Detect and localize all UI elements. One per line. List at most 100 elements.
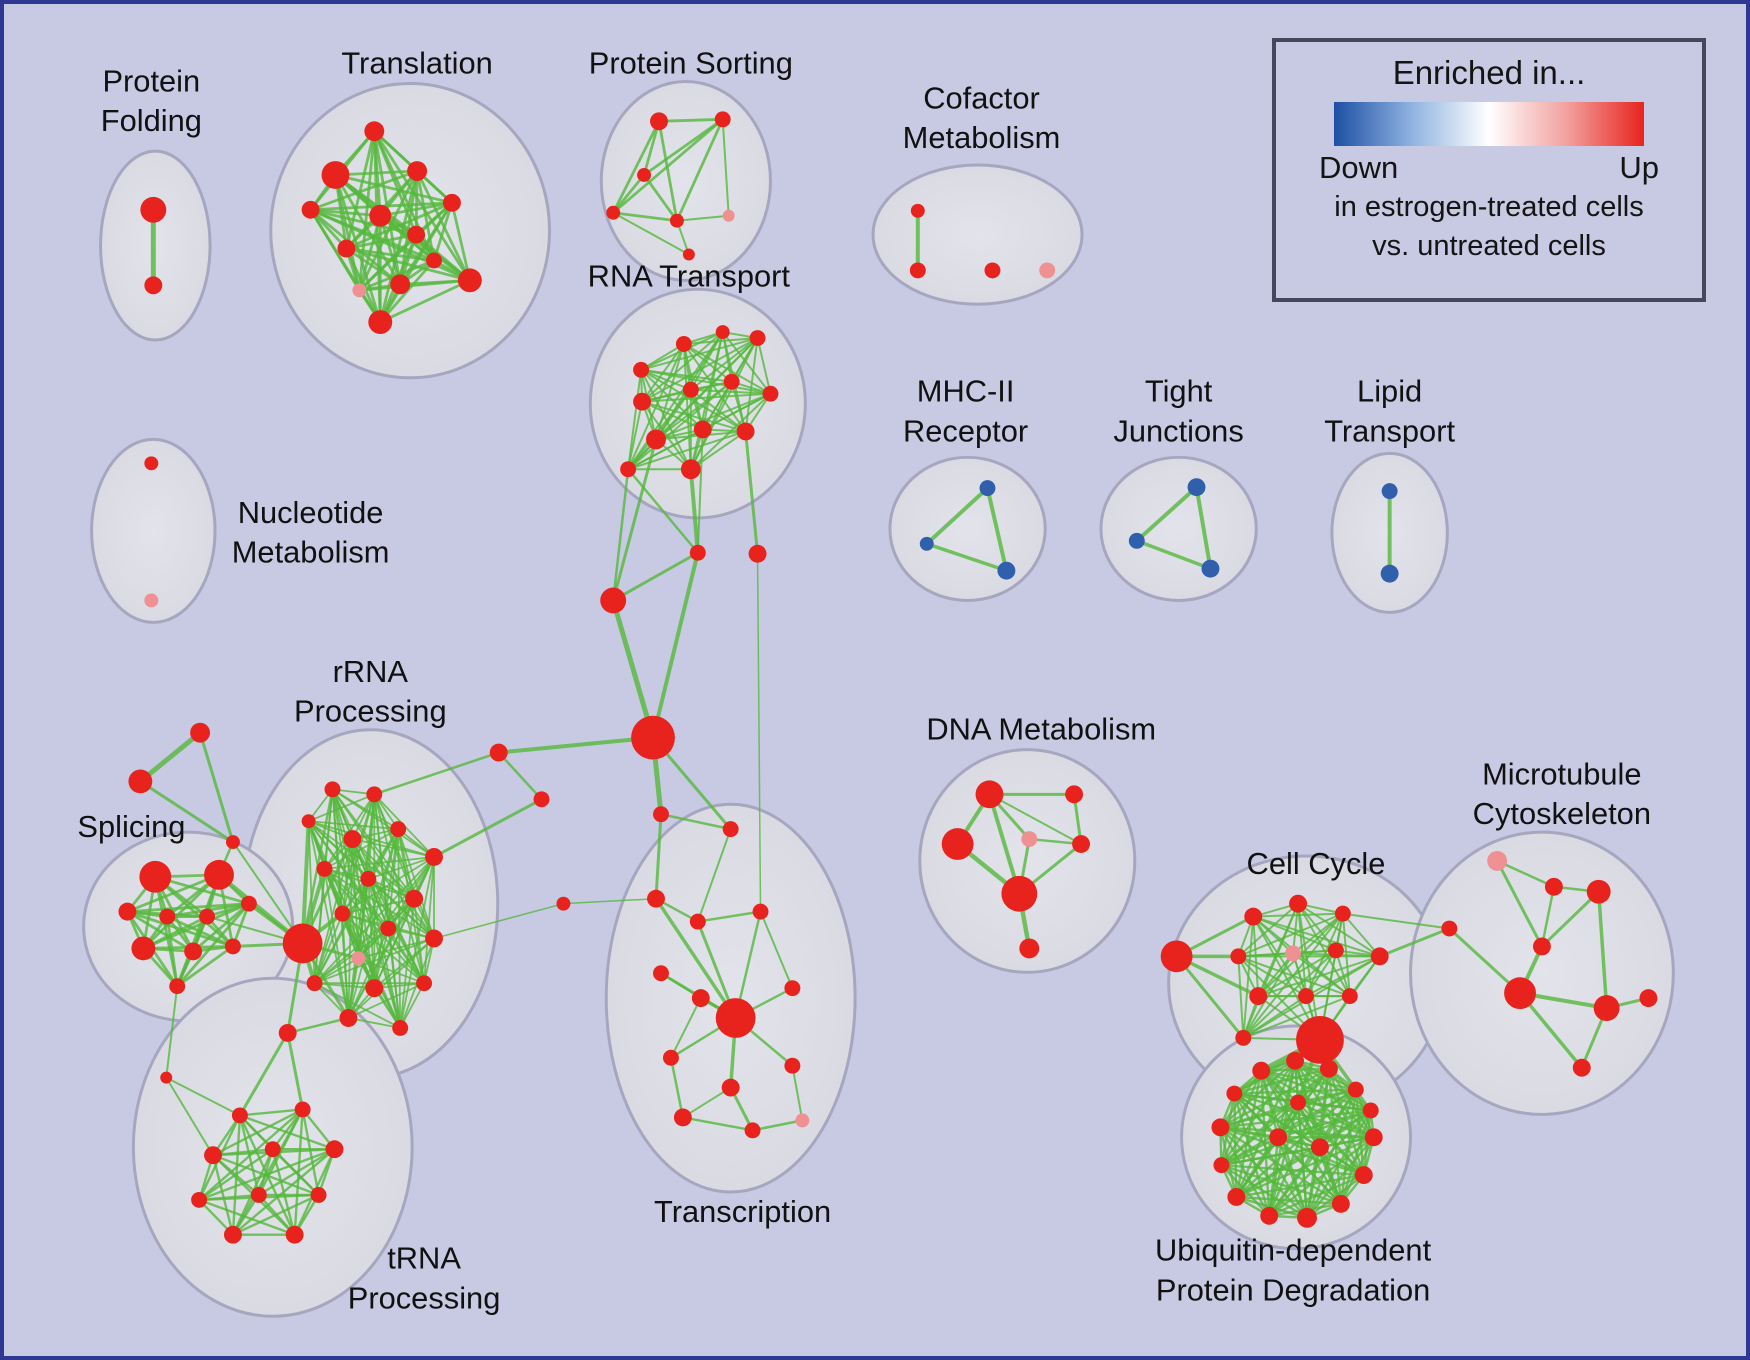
- edge-cc7-cc8: [1257, 955, 1381, 998]
- gene-set-node-tc14: [795, 1113, 810, 1128]
- edge-tl8-tl13: [432, 201, 454, 262]
- edge-rt2-rt5: [641, 342, 685, 403]
- edge-ub14-ub15: [1276, 1109, 1372, 1139]
- gene-set-node-tr4: [294, 1101, 311, 1118]
- edge-ub13-ub16: [1318, 1088, 1357, 1149]
- edge-tl3-tl4: [309, 169, 419, 212]
- edge-ps2-ps4: [611, 117, 725, 215]
- edge-tr5-tr11: [211, 1153, 235, 1236]
- cluster-mhc-ii-receptor: [888, 455, 1047, 602]
- edge-mt1-mt2: [1495, 859, 1556, 889]
- edge-cc2-cc11: [1242, 902, 1300, 1039]
- edge-sp10-tr2: [165, 985, 179, 1079]
- gene-set-node-tr12: [285, 1225, 304, 1244]
- gene-set-node-mcl: [1441, 920, 1458, 937]
- edge-rr9-rr10: [341, 897, 416, 915]
- gene-set-node-cch: [1296, 1016, 1344, 1064]
- gene-set-node-tl10: [390, 274, 411, 295]
- edge-tr8-tr12: [197, 1198, 296, 1236]
- edge-tr4-tr11: [231, 1108, 304, 1236]
- gene-set-node-tj2: [1128, 532, 1145, 549]
- gene-set-node-tl12: [368, 310, 393, 335]
- edge-rr4-rr14: [313, 838, 354, 985]
- cluster-tight-junctions: [1099, 455, 1258, 602]
- gene-set-node-sp3: [118, 902, 137, 921]
- gene-set-node-tj1: [1187, 478, 1206, 497]
- edge-tc1-tc2: [659, 812, 732, 831]
- edge-rr12-rr14: [313, 937, 435, 985]
- edge-ub8-ub11: [1219, 1059, 1297, 1129]
- edge-tc12-tc13: [681, 1116, 754, 1132]
- edge-tl4-tl5: [309, 208, 382, 218]
- gene-set-node-mt8: [1572, 1058, 1591, 1077]
- gene-set-node-rt9: [646, 429, 666, 450]
- node-layer: [118, 111, 1658, 1244]
- legend-down-label: Down: [1319, 150, 1399, 185]
- edge-ps3-ps4: [611, 173, 646, 215]
- edge-rt13-cn2: [611, 468, 630, 602]
- edge-ub1-ub16: [1318, 1136, 1375, 1149]
- edge-cc2-cc4: [1237, 902, 1300, 958]
- edge-tc1-tc3: [654, 812, 663, 901]
- gene-set-node-cf1: [910, 203, 925, 218]
- edge-rrh-rr3: [300, 819, 311, 946]
- gene-set-node-dm3: [941, 828, 974, 860]
- edge-rt3-rt5: [641, 331, 724, 403]
- edge-tj1-tj3: [1194, 485, 1213, 571]
- gene-set-node-mt5: [1504, 977, 1536, 1010]
- gene-set-node-ub15: [1269, 1128, 1288, 1147]
- edge-ub2-ub13: [1354, 1088, 1365, 1177]
- edge-tl6-tl8: [345, 201, 454, 250]
- edge-rt1-rt13: [627, 368, 643, 471]
- gene-set-node-cn4: [748, 544, 767, 563]
- cluster-transcription: [604, 802, 857, 1194]
- edge-tr10-tr11: [231, 1193, 320, 1236]
- gene-set-node-tch: [715, 998, 756, 1038]
- gene-set-node-sp7: [131, 936, 156, 961]
- edge-rt11-rt12: [689, 430, 747, 471]
- edge-rt7-rt13: [627, 380, 733, 471]
- gene-set-node-rt6: [682, 381, 699, 398]
- edge-tc4-tc5: [696, 910, 762, 923]
- gene-set-node-tc9: [662, 1049, 679, 1066]
- edge-ub13-ub15: [1276, 1088, 1357, 1139]
- edge-rr1-rr12: [331, 788, 435, 940]
- edge-rr7-rr12: [323, 867, 435, 940]
- gene-set-node-tr10: [310, 1187, 327, 1203]
- edge-st3-rrh: [231, 841, 304, 945]
- edge-ic1-ic2: [497, 751, 543, 801]
- gene-set-node-ub14: [1362, 1102, 1379, 1119]
- gene-set-node-ps7: [682, 248, 695, 261]
- edge-mt2-mt4: [1540, 885, 1556, 948]
- edge-tl6-tl7: [345, 233, 418, 250]
- edge-rr14-rr18: [313, 982, 402, 1029]
- edge-rr6-rr14: [313, 856, 435, 985]
- edge-ub10-ub16: [1260, 1069, 1322, 1149]
- edge-tr6-tr8: [197, 1148, 274, 1202]
- gene-set-node-cc7: [1370, 947, 1389, 966]
- gene-set-node-pf2: [144, 276, 163, 295]
- cluster-label-splicing: Splicing: [77, 809, 185, 844]
- cluster-dna-metabolism: [918, 748, 1137, 974]
- gene-set-node-ub8: [1211, 1118, 1230, 1137]
- edge-sp9-sp10: [175, 945, 235, 988]
- edge-ub7-ub10: [1220, 1069, 1263, 1167]
- gene-set-node-mh1: [979, 480, 996, 497]
- gene-set-node-tc10: [721, 1078, 740, 1097]
- gene-set-node-ub5: [1260, 1206, 1279, 1225]
- edge-ps4-ps5: [611, 211, 679, 223]
- edge-tr7-tr8: [197, 1148, 336, 1202]
- cluster-microtubule-cytoskeleton: [1409, 830, 1675, 1116]
- edge-st1-st3: [198, 731, 235, 844]
- gene-set-node-tc11: [784, 1057, 801, 1074]
- edge-rr12-rr13: [357, 937, 435, 960]
- gene-set-node-rt3: [715, 325, 730, 340]
- edge-rr1-rr6: [331, 788, 435, 858]
- gene-set-node-mt7: [1639, 989, 1658, 1008]
- gene-set-node-ps1: [650, 112, 668, 131]
- gene-set-node-ub10: [1252, 1061, 1271, 1080]
- cluster-protein-sorting: [599, 80, 772, 282]
- edge-rr8-rr11: [367, 877, 390, 930]
